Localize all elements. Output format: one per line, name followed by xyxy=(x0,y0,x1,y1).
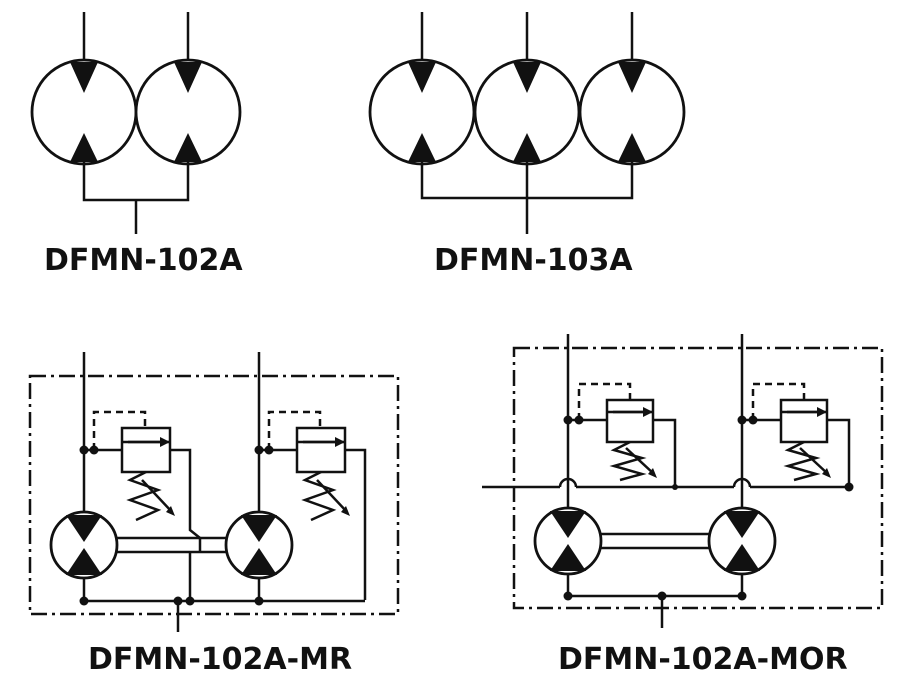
symbol-dfmn-102a xyxy=(30,12,242,234)
valve-spring xyxy=(301,470,337,522)
label-dfmn-102a: DFMN-102A xyxy=(44,243,243,278)
label-dfmn-102a-mr: DFMN-102A-MR xyxy=(88,642,352,677)
symbol-dfmn-102a-mr xyxy=(28,352,400,632)
valve-spring xyxy=(783,440,821,482)
relief-valve xyxy=(120,426,172,474)
relief-valve xyxy=(605,398,655,444)
symbol-dfmn-102a-mor xyxy=(482,334,884,628)
enclosure-boundary xyxy=(512,346,884,610)
enclosure-boundary xyxy=(28,374,400,616)
valve-spring xyxy=(609,440,647,482)
symbol-dfmn-103a xyxy=(368,12,686,234)
label-dfmn-103a: DFMN-103A xyxy=(434,243,633,278)
label-dfmn-102a-mor: DFMN-102A-MOR xyxy=(558,642,848,677)
relief-valve xyxy=(295,426,347,474)
relief-valve xyxy=(779,398,829,444)
valve-spring xyxy=(126,470,162,522)
